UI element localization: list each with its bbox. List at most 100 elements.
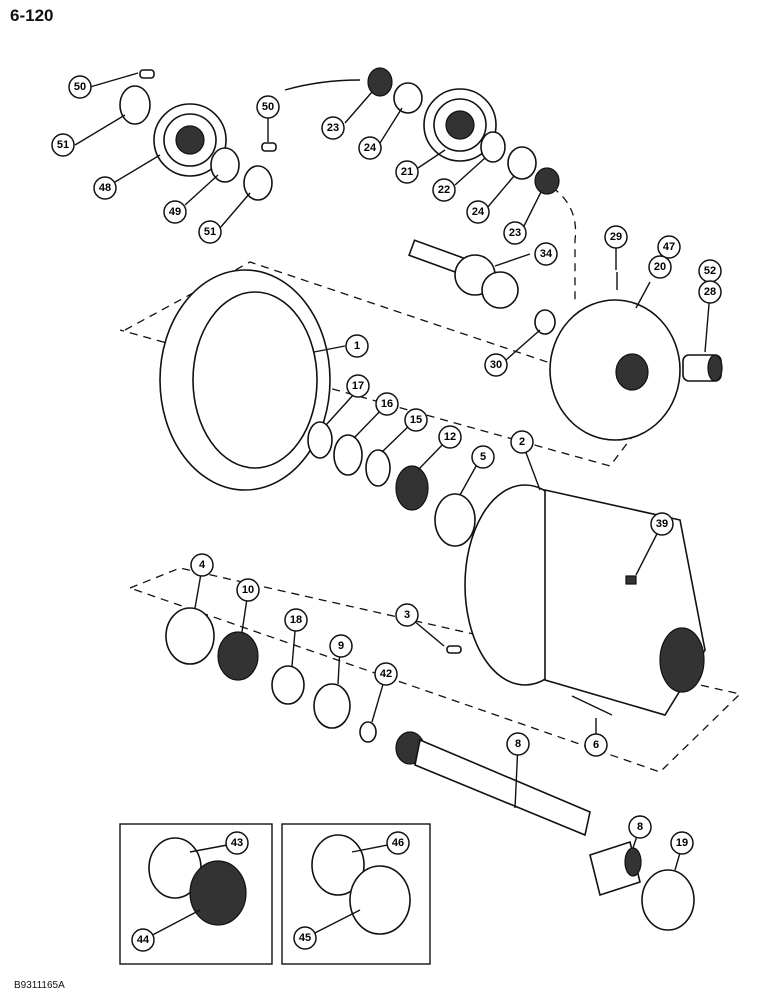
leader-curve bbox=[284, 79, 361, 91]
svg-text:22: 22 bbox=[438, 184, 450, 196]
callout-19: 19 bbox=[670, 831, 694, 855]
callout-17: 17 bbox=[346, 374, 370, 398]
callout-52: 52 bbox=[698, 259, 722, 283]
callout-44: 44 bbox=[131, 928, 155, 952]
svg-text:8: 8 bbox=[637, 821, 643, 833]
snap-ring-30 bbox=[534, 309, 556, 335]
svg-text:44: 44 bbox=[137, 934, 150, 946]
callout-39: 39 bbox=[650, 512, 674, 536]
svg-text:47: 47 bbox=[663, 241, 675, 253]
thrust-washer-51-bottom bbox=[243, 165, 273, 201]
callout-42: 42 bbox=[374, 662, 398, 686]
svg-text:8: 8 bbox=[515, 738, 521, 750]
planet-carrier-link bbox=[539, 179, 577, 300]
callout-34: 34 bbox=[534, 242, 558, 266]
svg-text:6: 6 bbox=[593, 739, 599, 751]
callout-12: 12 bbox=[438, 425, 462, 449]
callout-8-shaft: 8 bbox=[506, 732, 530, 756]
svg-text:5: 5 bbox=[480, 451, 486, 463]
svg-text:30: 30 bbox=[490, 359, 502, 371]
planet-carrier-20 bbox=[549, 299, 681, 441]
callout-50-right: 50 bbox=[256, 95, 280, 119]
axle-shaft-8 bbox=[395, 731, 591, 837]
bearing-cup-4 bbox=[165, 607, 215, 665]
inset-box-right bbox=[281, 823, 431, 965]
planet-gear-21 bbox=[423, 88, 497, 162]
callout-20: 20 bbox=[648, 255, 672, 279]
bearing-23-top bbox=[367, 67, 393, 97]
svg-text:49: 49 bbox=[169, 206, 181, 218]
washer-24-top bbox=[393, 82, 423, 114]
callout-18: 18 bbox=[284, 608, 308, 632]
callout-21: 21 bbox=[395, 160, 419, 184]
callout-45: 45 bbox=[293, 926, 317, 950]
svg-text:4: 4 bbox=[199, 559, 206, 571]
callout-49: 49 bbox=[163, 200, 187, 224]
svg-text:39: 39 bbox=[656, 518, 668, 530]
callout-9: 9 bbox=[329, 634, 353, 658]
callout-29: 29 bbox=[604, 225, 628, 249]
svg-text:45: 45 bbox=[299, 932, 311, 944]
svg-text:23: 23 bbox=[327, 122, 339, 134]
washer-16 bbox=[333, 434, 363, 476]
ring-45 bbox=[349, 865, 411, 935]
callout-48: 48 bbox=[93, 176, 117, 200]
o-ring-18 bbox=[271, 665, 305, 705]
callout-51-right: 51 bbox=[198, 220, 222, 244]
wheel-hub-2 bbox=[464, 484, 706, 716]
callout-24-bottom: 24 bbox=[466, 200, 490, 224]
washer-24-bottom bbox=[507, 146, 537, 180]
svg-text:52: 52 bbox=[704, 265, 716, 277]
svg-text:24: 24 bbox=[472, 206, 485, 218]
callout-47: 47 bbox=[657, 235, 681, 259]
bearing-cone-10 bbox=[217, 631, 259, 681]
seal-9 bbox=[313, 683, 351, 729]
callout-46: 46 bbox=[386, 831, 410, 855]
svg-text:51: 51 bbox=[57, 139, 69, 151]
callout-10: 10 bbox=[236, 578, 260, 602]
callout-22: 22 bbox=[432, 178, 456, 202]
planet-gear-48 bbox=[153, 103, 227, 177]
svg-text:50: 50 bbox=[262, 101, 274, 113]
page-number: 6-120 bbox=[10, 6, 54, 25]
svg-text:10: 10 bbox=[242, 584, 254, 596]
plug-39 bbox=[625, 575, 637, 585]
hub-assembly-outline bbox=[129, 567, 742, 773]
svg-text:51: 51 bbox=[204, 226, 216, 238]
callout-30: 30 bbox=[484, 353, 508, 377]
bearing-ring-49 bbox=[210, 147, 240, 183]
callout-2: 2 bbox=[510, 430, 534, 454]
svg-text:50: 50 bbox=[74, 81, 86, 93]
svg-text:1: 1 bbox=[354, 340, 360, 352]
svg-text:28: 28 bbox=[704, 286, 716, 298]
sun-gear-shaft-34 bbox=[408, 239, 519, 309]
callout-24-top: 24 bbox=[358, 136, 382, 160]
svg-text:46: 46 bbox=[392, 837, 404, 849]
svg-text:29: 29 bbox=[610, 231, 622, 243]
ring-gear-1 bbox=[159, 269, 331, 491]
callout-51-left: 51 bbox=[51, 133, 75, 157]
callout-3: 3 bbox=[395, 603, 419, 627]
pin-50-left bbox=[139, 69, 155, 79]
callout-16: 16 bbox=[375, 392, 399, 416]
ring-46 bbox=[311, 834, 365, 896]
snap-ring-17 bbox=[307, 421, 333, 459]
svg-text:3: 3 bbox=[404, 609, 410, 621]
callout-28: 28 bbox=[698, 280, 722, 304]
figure-code: B9311165A bbox=[14, 980, 65, 991]
callout-23-bottom: 23 bbox=[503, 221, 527, 245]
ring-15 bbox=[365, 449, 391, 487]
svg-text:12: 12 bbox=[444, 431, 456, 443]
svg-text:48: 48 bbox=[99, 182, 111, 194]
pin-50-right bbox=[261, 142, 277, 152]
bearing-cup-5 bbox=[434, 493, 476, 547]
svg-text:17: 17 bbox=[352, 380, 364, 392]
svg-text:34: 34 bbox=[540, 248, 553, 260]
callout-6: 6 bbox=[584, 733, 608, 757]
svg-text:20: 20 bbox=[654, 261, 666, 273]
bearing-23-bottom bbox=[534, 167, 560, 195]
callout-15: 15 bbox=[404, 408, 428, 432]
callout-1: 1 bbox=[345, 334, 369, 358]
svg-text:9: 9 bbox=[338, 640, 344, 652]
